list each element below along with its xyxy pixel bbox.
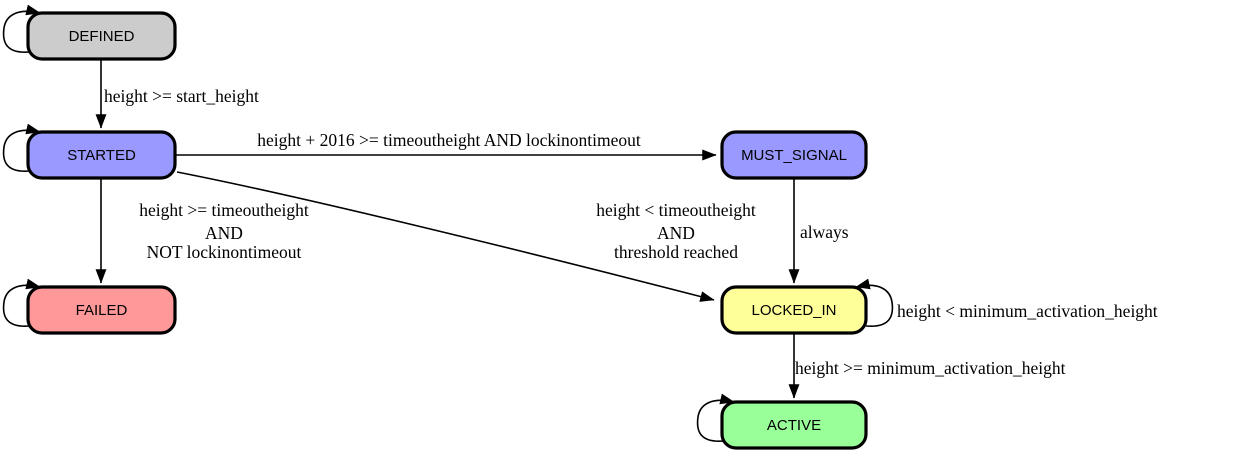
edge-group — [95, 59, 800, 399]
edge-label-locked-in-to-active: height >= minimum_activation_height — [795, 358, 1066, 378]
edge-label-started-to-locked-in-line3: threshold reached — [614, 242, 738, 262]
edge-label-locked-in-self-loop: height < minimum_activation_height — [897, 301, 1158, 321]
node-must-signal[interactable]: MUST_SIGNAL — [720, 130, 868, 180]
node-failed-label: FAILED — [76, 302, 128, 319]
node-failed-shape[interactable] — [26, 285, 177, 335]
node-failed[interactable]: FAILED — [26, 285, 177, 335]
self-loop-group — [2, 4, 894, 442]
edge-label-group: height >= start_height height + 2016 >= … — [104, 86, 1158, 378]
node-started[interactable]: STARTED — [26, 130, 177, 180]
node-active-shape[interactable] — [720, 400, 868, 450]
node-locked-in-label: LOCKED_IN — [751, 302, 836, 319]
node-started-shape[interactable] — [26, 130, 177, 180]
node-started-label: STARTED — [67, 147, 136, 164]
edge-label-started-to-must-signal: height + 2016 >= timeoutheight AND locki… — [257, 130, 641, 150]
edge-label-started-to-failed-line1: height >= timeoutheight — [139, 200, 309, 220]
started-self-loop[interactable] — [2, 123, 41, 172]
edge-label-started-to-locked-in-line1: height < timeoutheight — [596, 200, 756, 220]
edge-label-started-to-failed-line2: AND — [205, 223, 243, 243]
edge-label-must-signal-to-locked-in: always — [800, 222, 849, 242]
defined-self-loop[interactable] — [2, 4, 41, 53]
locked-in-self-loop[interactable] — [855, 278, 894, 327]
node-defined-label: DEFINED — [69, 28, 135, 45]
node-defined[interactable]: DEFINED — [26, 11, 177, 61]
node-locked-in-shape[interactable] — [720, 285, 868, 335]
node-defined-shape[interactable] — [26, 11, 177, 61]
node-must-signal-shape[interactable] — [720, 130, 868, 180]
failed-self-loop[interactable] — [2, 278, 41, 327]
node-active[interactable]: ACTIVE — [720, 400, 868, 450]
node-locked-in[interactable]: LOCKED_IN — [720, 285, 868, 335]
edge-label-started-to-locked-in-line2: AND — [657, 223, 695, 243]
edge-label-started-to-failed-line3: NOT lockinontimeout — [147, 242, 302, 262]
edge-started-to-locked-in[interactable] — [176, 171, 715, 302]
node-must-signal-label: MUST_SIGNAL — [741, 147, 847, 164]
edge-label-defined-to-started: height >= start_height — [104, 86, 259, 106]
node-active-label: ACTIVE — [767, 417, 821, 434]
node-group: DEFINED STARTED MUST_SIGNAL FAILED LOCKE… — [26, 11, 868, 450]
active-self-loop[interactable] — [696, 393, 735, 442]
